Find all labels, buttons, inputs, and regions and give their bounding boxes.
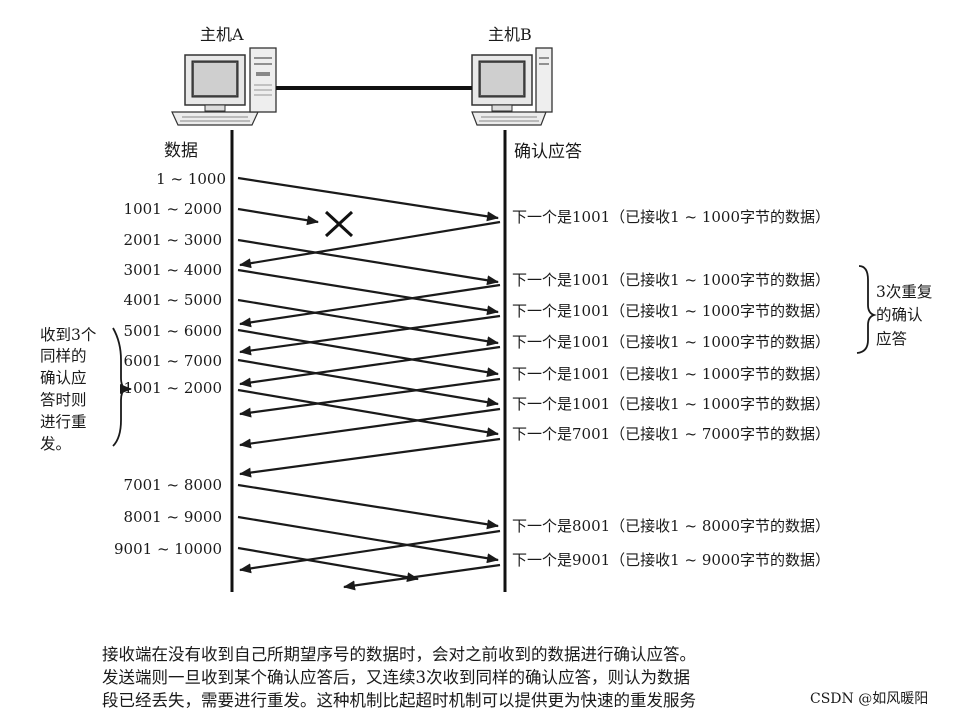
segment-label: 4001 ~ 5000 [124, 291, 222, 309]
ack-arrow [239, 220, 501, 269]
segment-label: 8001 ~ 9000 [124, 508, 222, 526]
ack-arrow [239, 345, 501, 388]
ack-arrow [343, 563, 501, 591]
segment-label: 9001 ~ 10000 [114, 540, 222, 558]
data-arrow [237, 515, 499, 564]
host-a-label: 主机A [200, 25, 244, 44]
segment-label: 3001 ~ 4000 [124, 261, 222, 279]
ack-label: 下一个是1001（已接收1 ~ 1000字节的数据） [512, 208, 830, 226]
host-b-label: 主机B [488, 25, 532, 44]
triple-ack-note-line: 的确认 [876, 306, 923, 324]
segment-label: 6001 ~ 7000 [124, 352, 222, 370]
retransmit-note-line: 答时则 [40, 391, 87, 409]
data-arrow [237, 176, 499, 222]
ack-label: 下一个是8001（已接收1 ~ 8000字节的数据） [512, 517, 830, 535]
segment-label: 2001 ~ 3000 [124, 231, 222, 249]
data-arrow [237, 546, 419, 583]
ack-label: 下一个是1001（已接收1 ~ 1000字节的数据） [512, 271, 830, 289]
triple-ack-brace [856, 265, 877, 354]
triple-ack-note-line: 3次重复 [876, 283, 932, 301]
ack-arrow [239, 283, 501, 328]
ack-label: 下一个是1001（已接收1 ~ 1000字节的数据） [512, 365, 830, 383]
ack-arrow [239, 314, 501, 356]
retransmit-segment-label: 1001 ~ 2000 [124, 379, 222, 397]
ack-label: 下一个是1001（已接收1 ~ 1000字节的数据） [512, 302, 830, 320]
triple-ack-note-line: 应答 [876, 329, 908, 348]
retransmit-note-line: 收到3个 [40, 326, 97, 344]
retransmit-note-line: 进行重 [40, 413, 87, 431]
data-arrow [237, 298, 499, 347]
retransmit-brace [112, 327, 127, 447]
data-arrow [237, 268, 499, 316]
ack-arrow [239, 437, 501, 478]
ack-arrow [239, 407, 501, 449]
segment-label: 1 ~ 1000 [156, 170, 226, 188]
caption-line: 发送端则一旦收到某个确认应答后，又连续3次收到同样的确认应答，则认为数据 [102, 668, 690, 687]
packet-lost-x-icon [324, 210, 354, 238]
ack-arrows [239, 220, 501, 591]
caption-line: 段已经丢失，需要进行重发。这种机制比起超时机制可以提供更为快速的重发服务 [102, 691, 696, 710]
retransmit-arrow [237, 388, 499, 438]
data-arrow [237, 483, 499, 530]
segment-label: 7001 ~ 8000 [124, 476, 222, 494]
watermark: CSDN @如风暖阳 [810, 691, 928, 707]
retransmit-note-line: 发。 [40, 435, 71, 453]
caption-line: 接收端在没有收到自己所期望序号的数据时，会对之前收到的数据进行确认应答。 [102, 645, 696, 664]
segment-label: 5001 ~ 6000 [124, 322, 222, 340]
data-arrows [237, 176, 499, 583]
ack-arrow [239, 529, 501, 574]
ack-arrow [239, 377, 501, 418]
retransmit-note-line: 同样的 [40, 347, 87, 365]
ack-label: 下一个是1001（已接收1 ~ 1000字节的数据） [512, 333, 830, 351]
data-column-label: 数据 [164, 141, 198, 161]
host-b-computer-icon [471, 47, 553, 126]
data-arrow [237, 358, 499, 408]
ack-label: 下一个是9001（已接收1 ~ 9000字节的数据） [512, 551, 830, 569]
ack-column-label: 确认应答 [514, 142, 582, 162]
data-arrow [237, 328, 499, 378]
lost-data-arrow [237, 207, 319, 226]
retransmit-note-line: 确认应 [40, 368, 87, 387]
segment-label: 1001 ~ 2000 [124, 200, 222, 218]
host-a-computer-icon [171, 47, 277, 126]
ack-label: 下一个是1001（已接收1 ~ 1000字节的数据） [512, 395, 830, 413]
data-arrow [237, 238, 499, 286]
ack-label: 下一个是7001（已接收1 ~ 7000字节的数据） [512, 425, 830, 443]
